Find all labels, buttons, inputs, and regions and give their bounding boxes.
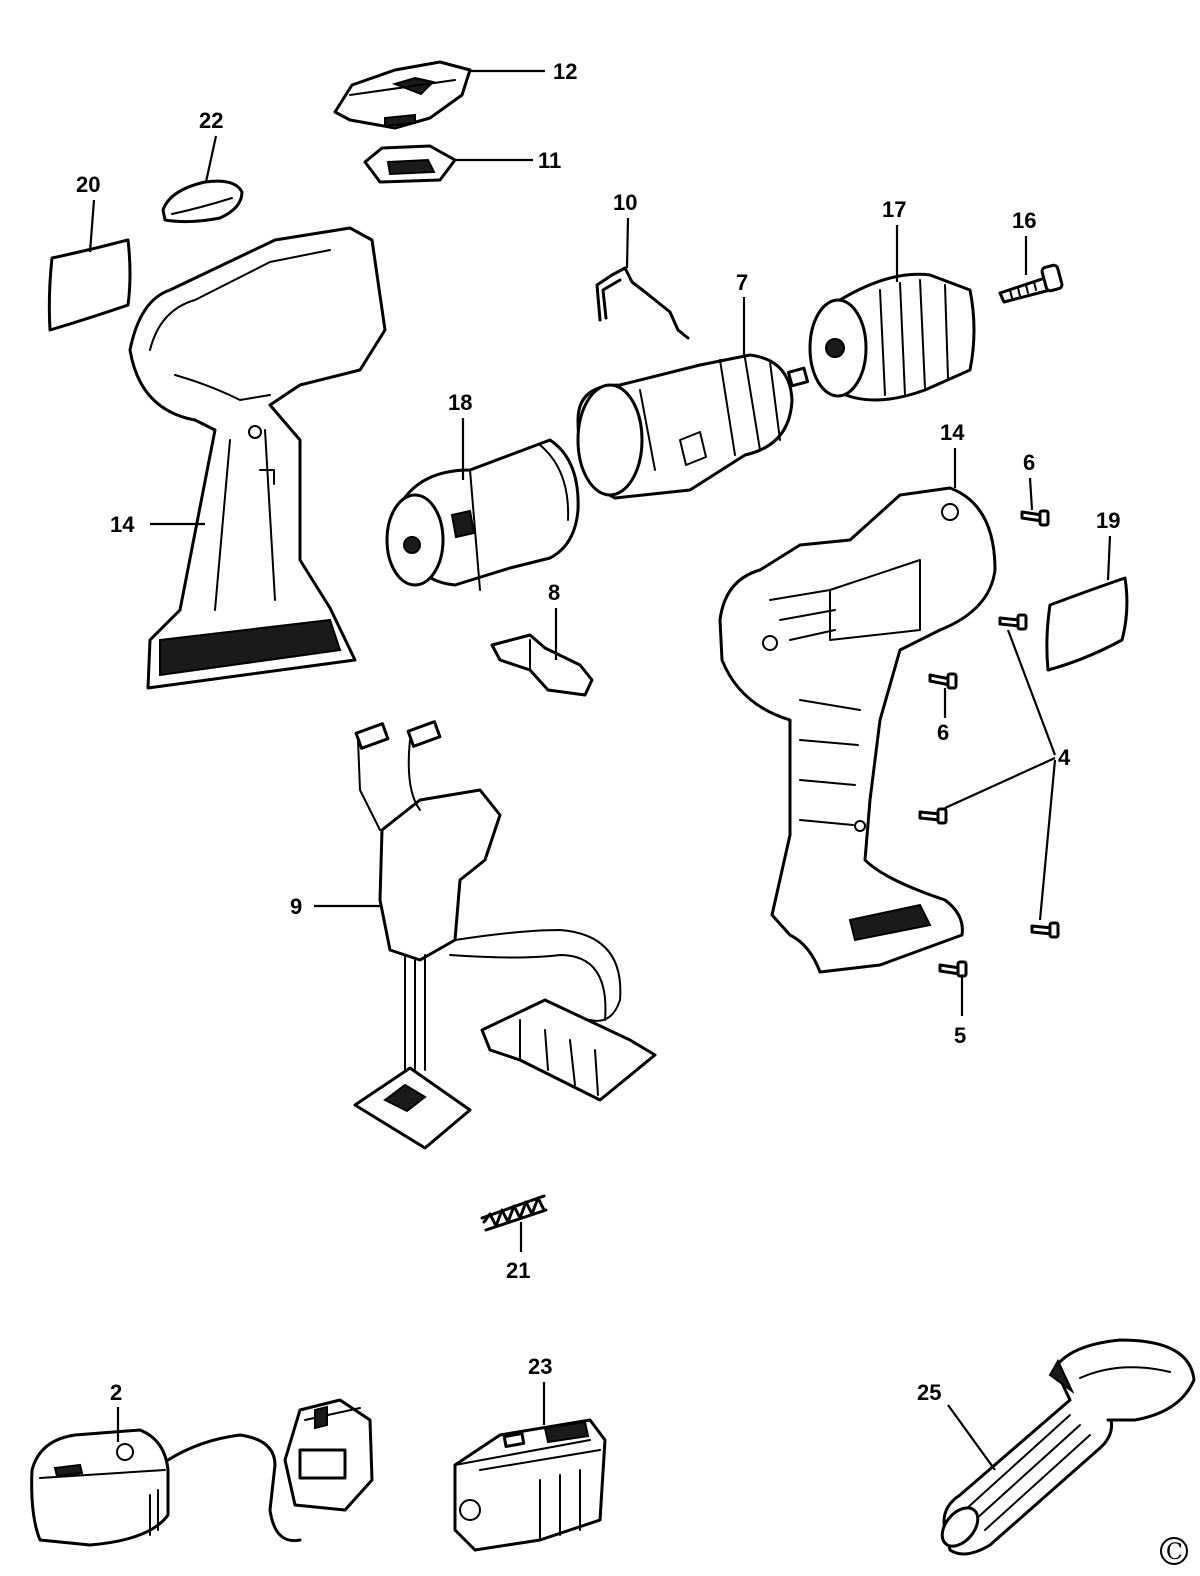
label-19: 19 xyxy=(1096,508,1120,533)
part-22-cap xyxy=(161,179,244,224)
part-5-screw xyxy=(938,960,968,978)
copyright-mark: C xyxy=(1160,1537,1188,1565)
label-10: 10 xyxy=(613,190,637,215)
label-4: 4 xyxy=(1058,745,1071,770)
part-8-connector xyxy=(490,633,594,697)
leader-20 xyxy=(88,199,96,253)
label-8: 8 xyxy=(548,580,560,605)
leader-10 xyxy=(625,217,630,269)
label-20: 20 xyxy=(76,172,100,197)
leader-25 xyxy=(947,1404,996,1471)
part-14-left-housing xyxy=(128,226,387,690)
label-11: 11 xyxy=(538,148,561,173)
leader-4b xyxy=(944,756,1056,810)
label-5: 5 xyxy=(954,1023,966,1048)
leader-4a xyxy=(1006,629,1057,756)
leader-22 xyxy=(204,135,218,183)
part-21-spring xyxy=(480,1194,548,1232)
label-21: 21 xyxy=(506,1258,530,1283)
part-4-screws xyxy=(918,613,1060,939)
part-23-battery xyxy=(453,1418,607,1552)
label-7: 7 xyxy=(736,270,748,295)
label-14-right: 14 xyxy=(940,420,965,445)
label-25: 25 xyxy=(917,1380,941,1405)
part-7-gearbox xyxy=(576,353,810,500)
label-18: 18 xyxy=(448,390,472,415)
part-16-screw xyxy=(998,263,1064,304)
label-6-lower: 6 xyxy=(937,720,949,745)
part-2-charger xyxy=(30,1398,374,1547)
part-25-side-handle xyxy=(940,1338,1196,1556)
label-9: 9 xyxy=(290,894,302,919)
part-18-motor xyxy=(385,438,580,591)
label-2: 2 xyxy=(110,1380,122,1405)
part-19-label-plate xyxy=(1045,576,1129,672)
part-14-right-housing xyxy=(718,486,997,974)
label-14-left: 14 xyxy=(110,512,135,537)
part-10-spring-clip xyxy=(595,266,690,340)
label-16: 16 xyxy=(1012,208,1036,233)
part-11-switch-slider xyxy=(363,144,457,184)
part-6-screw-upper xyxy=(1020,509,1050,527)
copyright-letter: C xyxy=(1166,1540,1183,1565)
part-6-screw-lower xyxy=(928,672,958,690)
part-17-chuck xyxy=(808,272,976,402)
part-12-switch-cover xyxy=(333,60,472,130)
label-6-upper: 6 xyxy=(1023,450,1035,475)
label-22: 22 xyxy=(199,108,223,133)
part-20-label-plate xyxy=(47,238,132,332)
label-17: 17 xyxy=(882,197,906,222)
label-23: 23 xyxy=(528,1354,552,1379)
leader-19 xyxy=(1106,535,1112,581)
part-9-switch-assembly xyxy=(353,720,657,1150)
label-12: 12 xyxy=(553,59,577,84)
leader-6-upper xyxy=(1028,477,1034,511)
leader-4c xyxy=(1038,759,1057,921)
